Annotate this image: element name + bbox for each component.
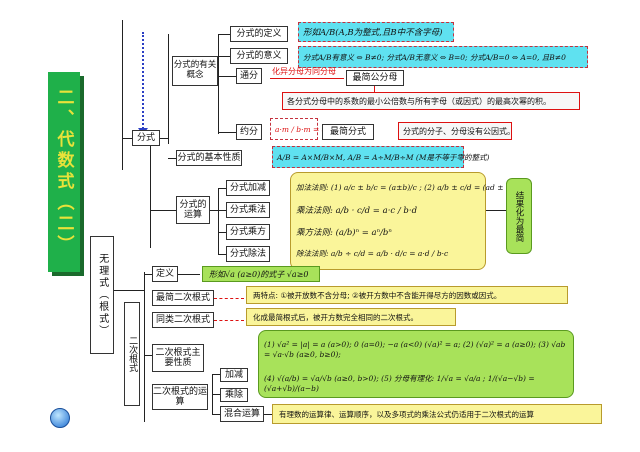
node-simplest-sqrt: 最简二次根式 xyxy=(152,290,214,306)
arrow-connector xyxy=(374,86,375,92)
simplest-fraction-explanation: 分式的分子、分母没有公因式。 xyxy=(398,122,515,140)
node-sqrt-mixed: 混合运算 xyxy=(220,406,264,422)
rules-panel xyxy=(290,172,486,270)
arrow-connector xyxy=(214,298,244,299)
node-irrational-definition: 定义 xyxy=(152,266,178,282)
fraction-definition-content: 形如A/B(A,B为整式,且B中不含字母) xyxy=(298,22,454,42)
connector xyxy=(212,374,220,375)
node-frac-divide: 分式除法 xyxy=(226,246,270,262)
sqrt-mixed-rule: 有理数的运算律、运算顺序，以及多项式的乘法公式仍适用于二次根式的运算 xyxy=(272,404,602,424)
reduce-formula: a·m / b·m = a/b xyxy=(270,118,333,140)
node-fraction-meaning: 分式的意义 xyxy=(230,48,288,64)
connector xyxy=(218,210,226,211)
node-sqrt-add-sub: 加减 xyxy=(220,368,248,382)
arrow-connector xyxy=(142,32,144,132)
connector xyxy=(218,76,236,77)
connector xyxy=(150,138,151,248)
connector xyxy=(218,132,236,133)
connector xyxy=(144,272,145,422)
connector xyxy=(218,188,219,254)
connector xyxy=(486,210,506,211)
irrational-definition-content: 形如√a (a≥0)的式子 √a≥0 xyxy=(202,266,320,282)
connector xyxy=(168,158,176,159)
page-title: 二、代数式（二） xyxy=(53,88,74,256)
node-frac-multiply: 分式乘法 xyxy=(226,202,270,218)
connector xyxy=(264,414,272,415)
node-fraction-concepts: 分式的有关概念 xyxy=(172,56,218,86)
common-denominator-hint: 化异分母为同分母 xyxy=(272,67,336,76)
connector xyxy=(178,274,200,275)
connector xyxy=(114,290,144,291)
node-sqrt-mul-div: 乘除 xyxy=(220,388,248,402)
node-sqrt2: 二次根式 xyxy=(124,302,140,406)
connector xyxy=(212,394,220,395)
node-fraction: 分式 xyxy=(132,130,160,146)
connector xyxy=(122,138,132,139)
connector xyxy=(218,232,226,233)
power-rule: 乘方法则: (a/b)ⁿ = aⁿ/bⁿ xyxy=(296,228,392,238)
lcd-explanation: 各分式分母中的系数的最小公倍数与所有字母（或因式）的最高次幂的积。 xyxy=(282,92,580,110)
node-similar-sqrt: 同类二次根式 xyxy=(152,312,214,328)
node-fraction-operations: 分式的运算 xyxy=(176,196,210,224)
node-frac-power: 分式乘方 xyxy=(226,224,270,240)
node-sqrt-operations: 二次根式的运算 xyxy=(152,384,208,410)
connector xyxy=(168,34,169,144)
sqrt-properties-line1: (1) √a² = |a| = a (a>0); 0 (a=0); −a (a<… xyxy=(264,340,566,359)
multiply-rule: 乘法法则: a/b · c/d = a·c / b·d xyxy=(296,206,418,216)
sqrt-properties-panel xyxy=(258,330,574,398)
connector xyxy=(144,274,152,275)
similar-sqrt-content: 化成最简根式后，被开方数完全相同的二次根式。 xyxy=(246,308,456,326)
arrow-connector xyxy=(214,320,244,321)
connector xyxy=(218,188,226,189)
connector xyxy=(160,138,168,139)
node-reduce: 约分 xyxy=(236,124,262,140)
connector xyxy=(210,210,218,211)
node-simplest-fraction: 最简分式 xyxy=(322,124,374,140)
node-lcd: 最简公分母 xyxy=(346,70,404,86)
add-rule: 加法法则: (1) a/c ± b/c = (a±b)/c ; (2) a/b … xyxy=(296,183,530,192)
connector xyxy=(212,414,220,415)
result-note: 结果化为最简 xyxy=(514,190,524,242)
connector xyxy=(122,20,123,170)
fraction-meaning-content: 分式A/B有意义 ⇔ B≠0; 分式A/B无意义 ⇔ B=0; 分式A/B=0 … xyxy=(298,46,588,68)
title-bar: 二、代数式（二） xyxy=(48,72,80,272)
sqrt-properties-line2: (4) √(a/b) = √a/√b (a≥0, b>0); (5) 分母有理化… xyxy=(264,374,535,393)
arrow-connector xyxy=(270,78,344,79)
node-frac-add-sub: 分式加减 xyxy=(226,180,270,196)
connector xyxy=(218,254,226,255)
basic-property-content: A/B = A×M/B×M, A/B = A÷M/B÷M (M是不等于零的整式) xyxy=(272,146,489,168)
connector xyxy=(218,34,230,35)
node-fraction-definition: 分式的定义 xyxy=(230,26,288,42)
connector xyxy=(218,56,230,57)
divide-rule: 除法法则: a/b ÷ c/d = a/b · d/c = a·d / b·c xyxy=(296,249,449,258)
node-irrational: 无理式（根式） xyxy=(90,236,114,354)
node-basic-property: 分式的基本性质 xyxy=(176,150,242,166)
logo-icon xyxy=(50,408,70,428)
connector xyxy=(150,210,176,211)
result-note-box: 结果化为最简 xyxy=(506,178,532,254)
node-common-denominator: 通分 xyxy=(236,68,262,84)
connector xyxy=(218,34,219,134)
node-sqrt-properties: 二次根式主要性质 xyxy=(152,344,204,372)
connector xyxy=(144,355,152,356)
simplest-sqrt-content: 两特点: ①被开放数不含分母; ②被开方数中不含能开得尽方的因数或因式。 xyxy=(246,286,568,304)
